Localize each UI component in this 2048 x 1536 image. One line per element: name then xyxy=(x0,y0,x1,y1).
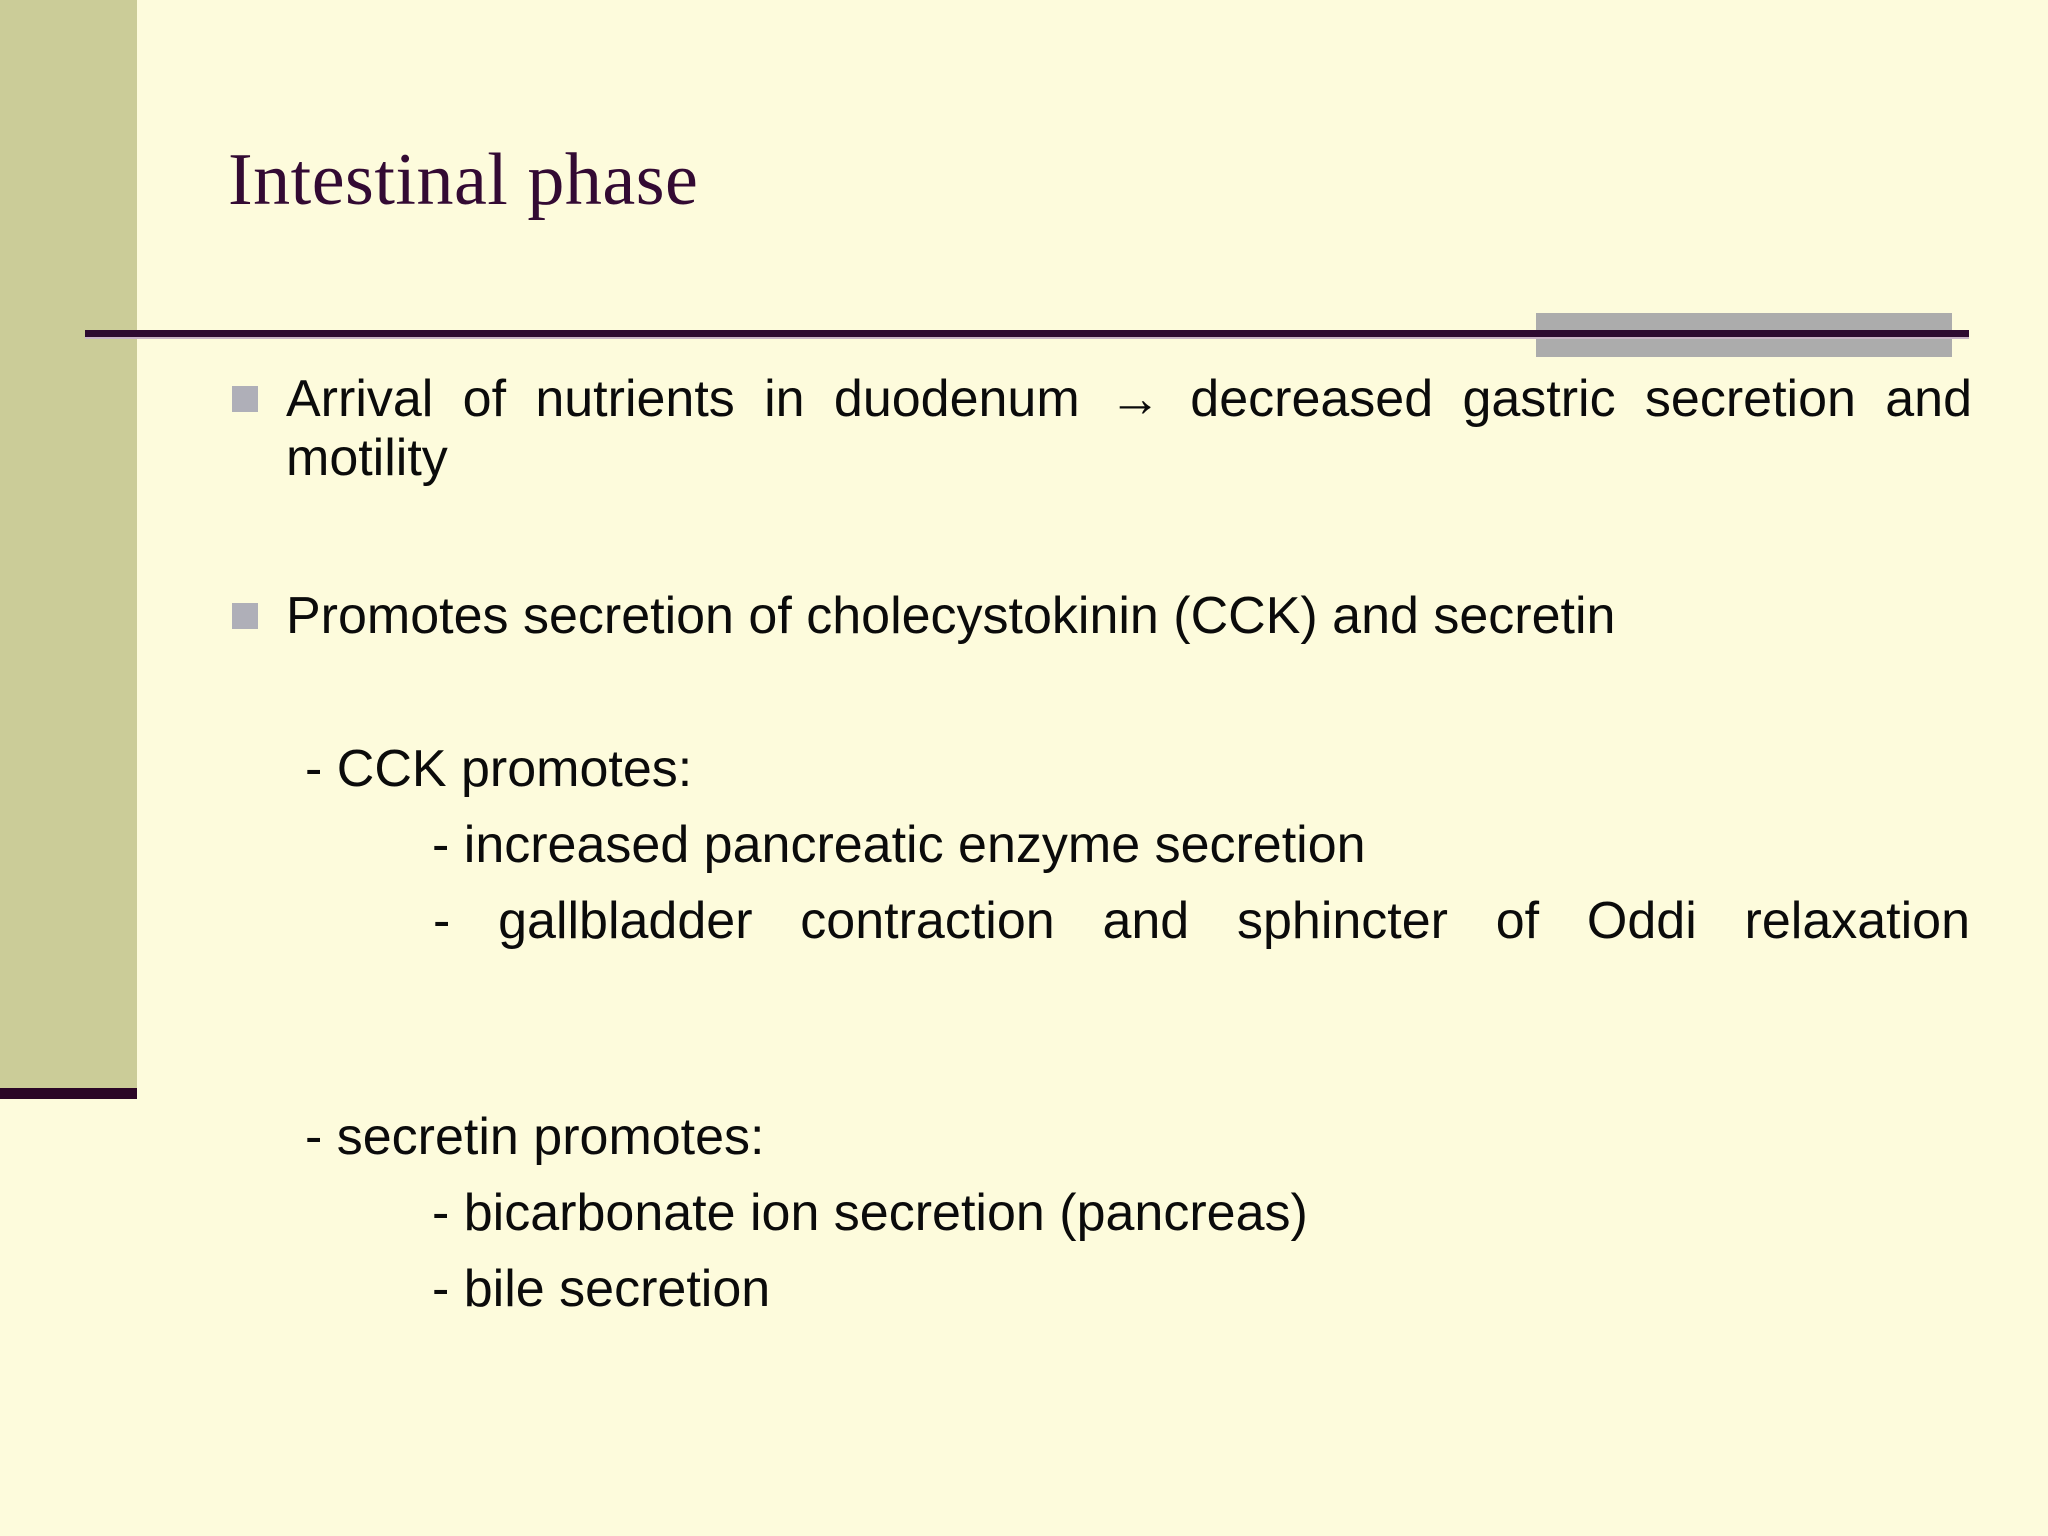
bullet-text-arrival: Arrival of nutrients in duodenum → decre… xyxy=(286,370,1972,487)
subsection-item-cck-1: - gallbladder contraction and sphincter … xyxy=(433,892,1970,950)
list-item: Promotes secretion of cholecystokinin (C… xyxy=(232,587,1972,646)
page-title: Intestinal phase xyxy=(228,139,699,221)
subsection-item-secretin-1: - bile secretion xyxy=(432,1260,771,1318)
title-divider-highlight xyxy=(85,337,1969,339)
title-divider-rule xyxy=(85,330,1969,337)
left-accent-band-foot xyxy=(0,1088,137,1099)
square-bullet-icon xyxy=(232,386,258,412)
square-bullet-icon xyxy=(232,603,258,629)
bullet-text-promotes: Promotes secretion of cholecystokinin (C… xyxy=(286,587,1616,645)
subsection-item-secretin-0: - bicarbonate ion secretion (pancreas) xyxy=(432,1184,1308,1242)
subsection-item-cck-0: - increased pancreatic enzyme secretion xyxy=(432,816,1366,874)
list-item: Arrival of nutrients in duodenum → decre… xyxy=(232,370,1972,546)
left-accent-band xyxy=(0,0,137,1088)
subsection-heading-cck: - CCK promotes: xyxy=(305,740,693,798)
subsection-heading-secretin: - secretin promotes: xyxy=(305,1108,765,1166)
